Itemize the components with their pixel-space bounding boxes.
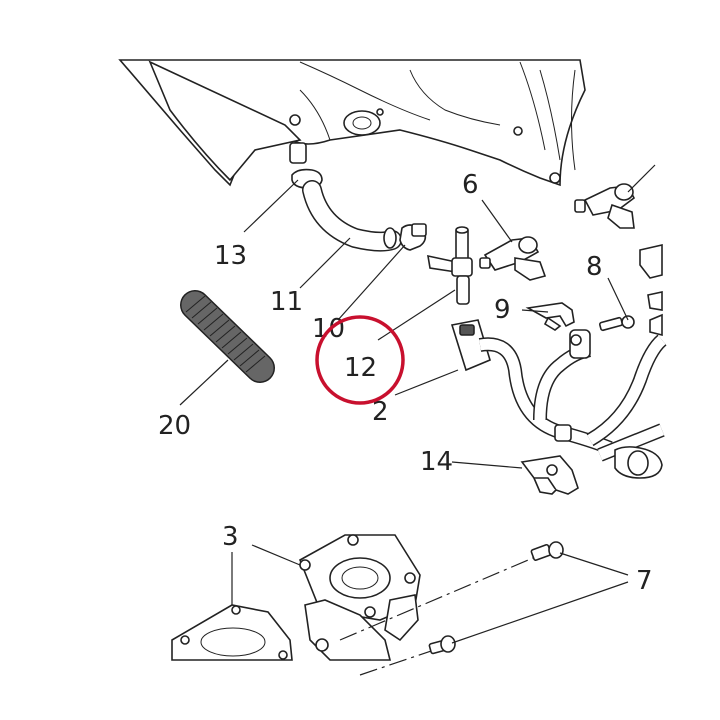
callout-14: 14 [420, 447, 453, 477]
callout-11: 11 [270, 287, 303, 317]
callout-9: 9 [494, 295, 511, 325]
callout-labels: 6 13 8 11 9 10 12 2 20 14 3 7 [158, 170, 653, 596]
part-6-fuel-injector [479, 236, 547, 281]
part-8-screw [570, 315, 635, 346]
part-13-hose-clamp [289, 142, 323, 189]
part-11-breather-hose [302, 180, 402, 252]
part-3-gasket [171, 604, 293, 661]
callout-6: 6 [462, 170, 479, 200]
right-edge-parts [639, 243, 663, 337]
part-7-bolts [339, 541, 564, 676]
part-20-corrugated-hose [180, 290, 275, 383]
callout-20: 20 [158, 411, 191, 441]
part-3-throttle-body [298, 534, 421, 661]
part-6-fuel-injector-upper [574, 183, 636, 229]
part-9-retaining-clip [525, 302, 575, 331]
part-2-hose-assembly [450, 319, 667, 479]
callout-8: 8 [586, 252, 603, 282]
callout-12: 12 [344, 353, 377, 383]
callout-7: 7 [636, 566, 653, 596]
part-14-bracket [520, 455, 579, 495]
callout-2: 2 [372, 397, 389, 427]
airbox-housing [118, 59, 586, 187]
part-10-spring-clamp [399, 223, 427, 251]
callout-13: 13 [214, 241, 247, 271]
callout-3: 3 [222, 522, 239, 552]
highlight-circle [315, 315, 405, 405]
part-12-t-fitting [427, 226, 473, 305]
